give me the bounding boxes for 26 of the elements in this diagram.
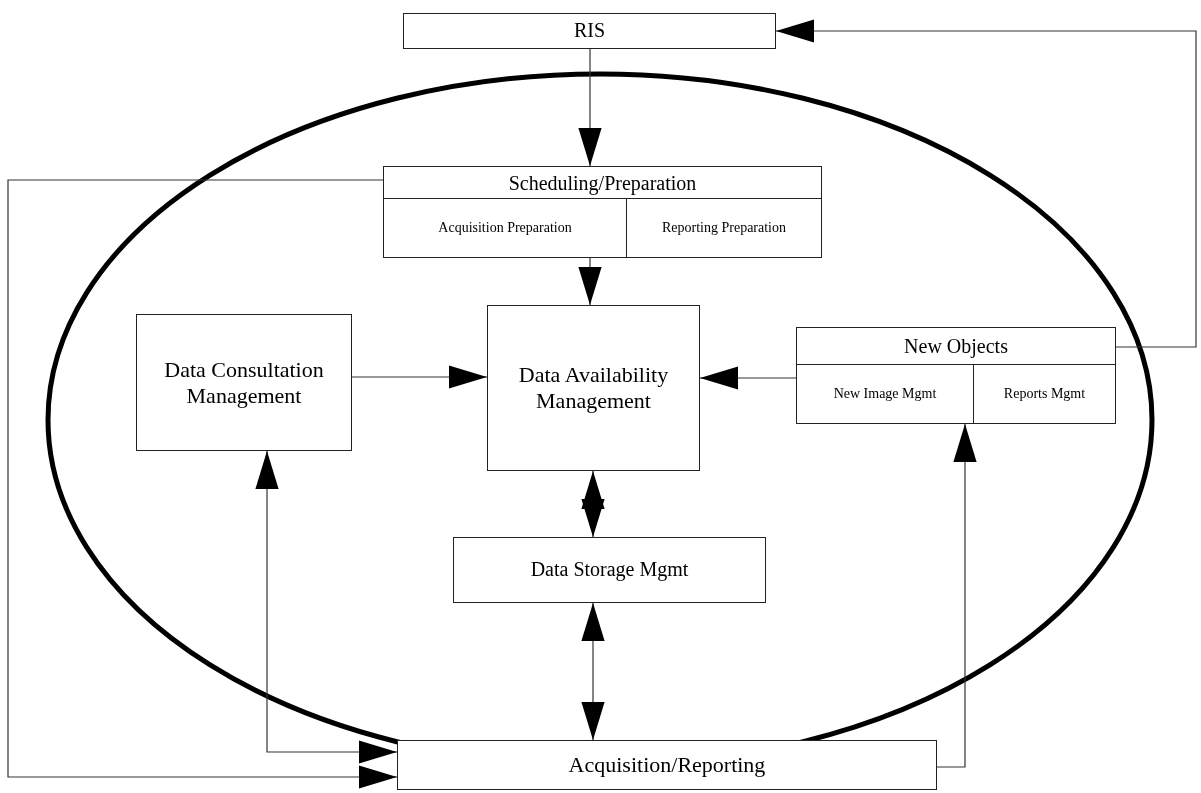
process-box [397,740,937,790]
process-box [487,305,700,471]
box-label: Acquisition Preparation [438,219,572,237]
arrow [936,423,977,768]
arrow [581,602,605,741]
box-label: Data Storage Mgmt [530,558,689,582]
box-label: Data Consultation Management [163,356,325,409]
process-box [383,166,822,258]
box-label: Reports Mgmt [1003,385,1086,403]
process-box [136,314,352,451]
arrow [578,48,602,167]
box-label: RIS [573,19,606,43]
arrow [578,257,602,306]
arrow [581,470,605,538]
box-label: Reporting Preparation [662,219,786,237]
arrow [699,366,797,390]
arrow [775,19,1197,348]
arrow [255,450,398,764]
arrow [7,179,398,789]
box-label: Acquisition/Reporting [568,752,766,778]
process-box [403,13,776,49]
process-box [796,327,1116,424]
box-label: New Image Mgmt [833,385,937,403]
box-label: Data Availability Management [517,362,670,414]
process-box [453,537,766,603]
arrow [351,365,488,389]
